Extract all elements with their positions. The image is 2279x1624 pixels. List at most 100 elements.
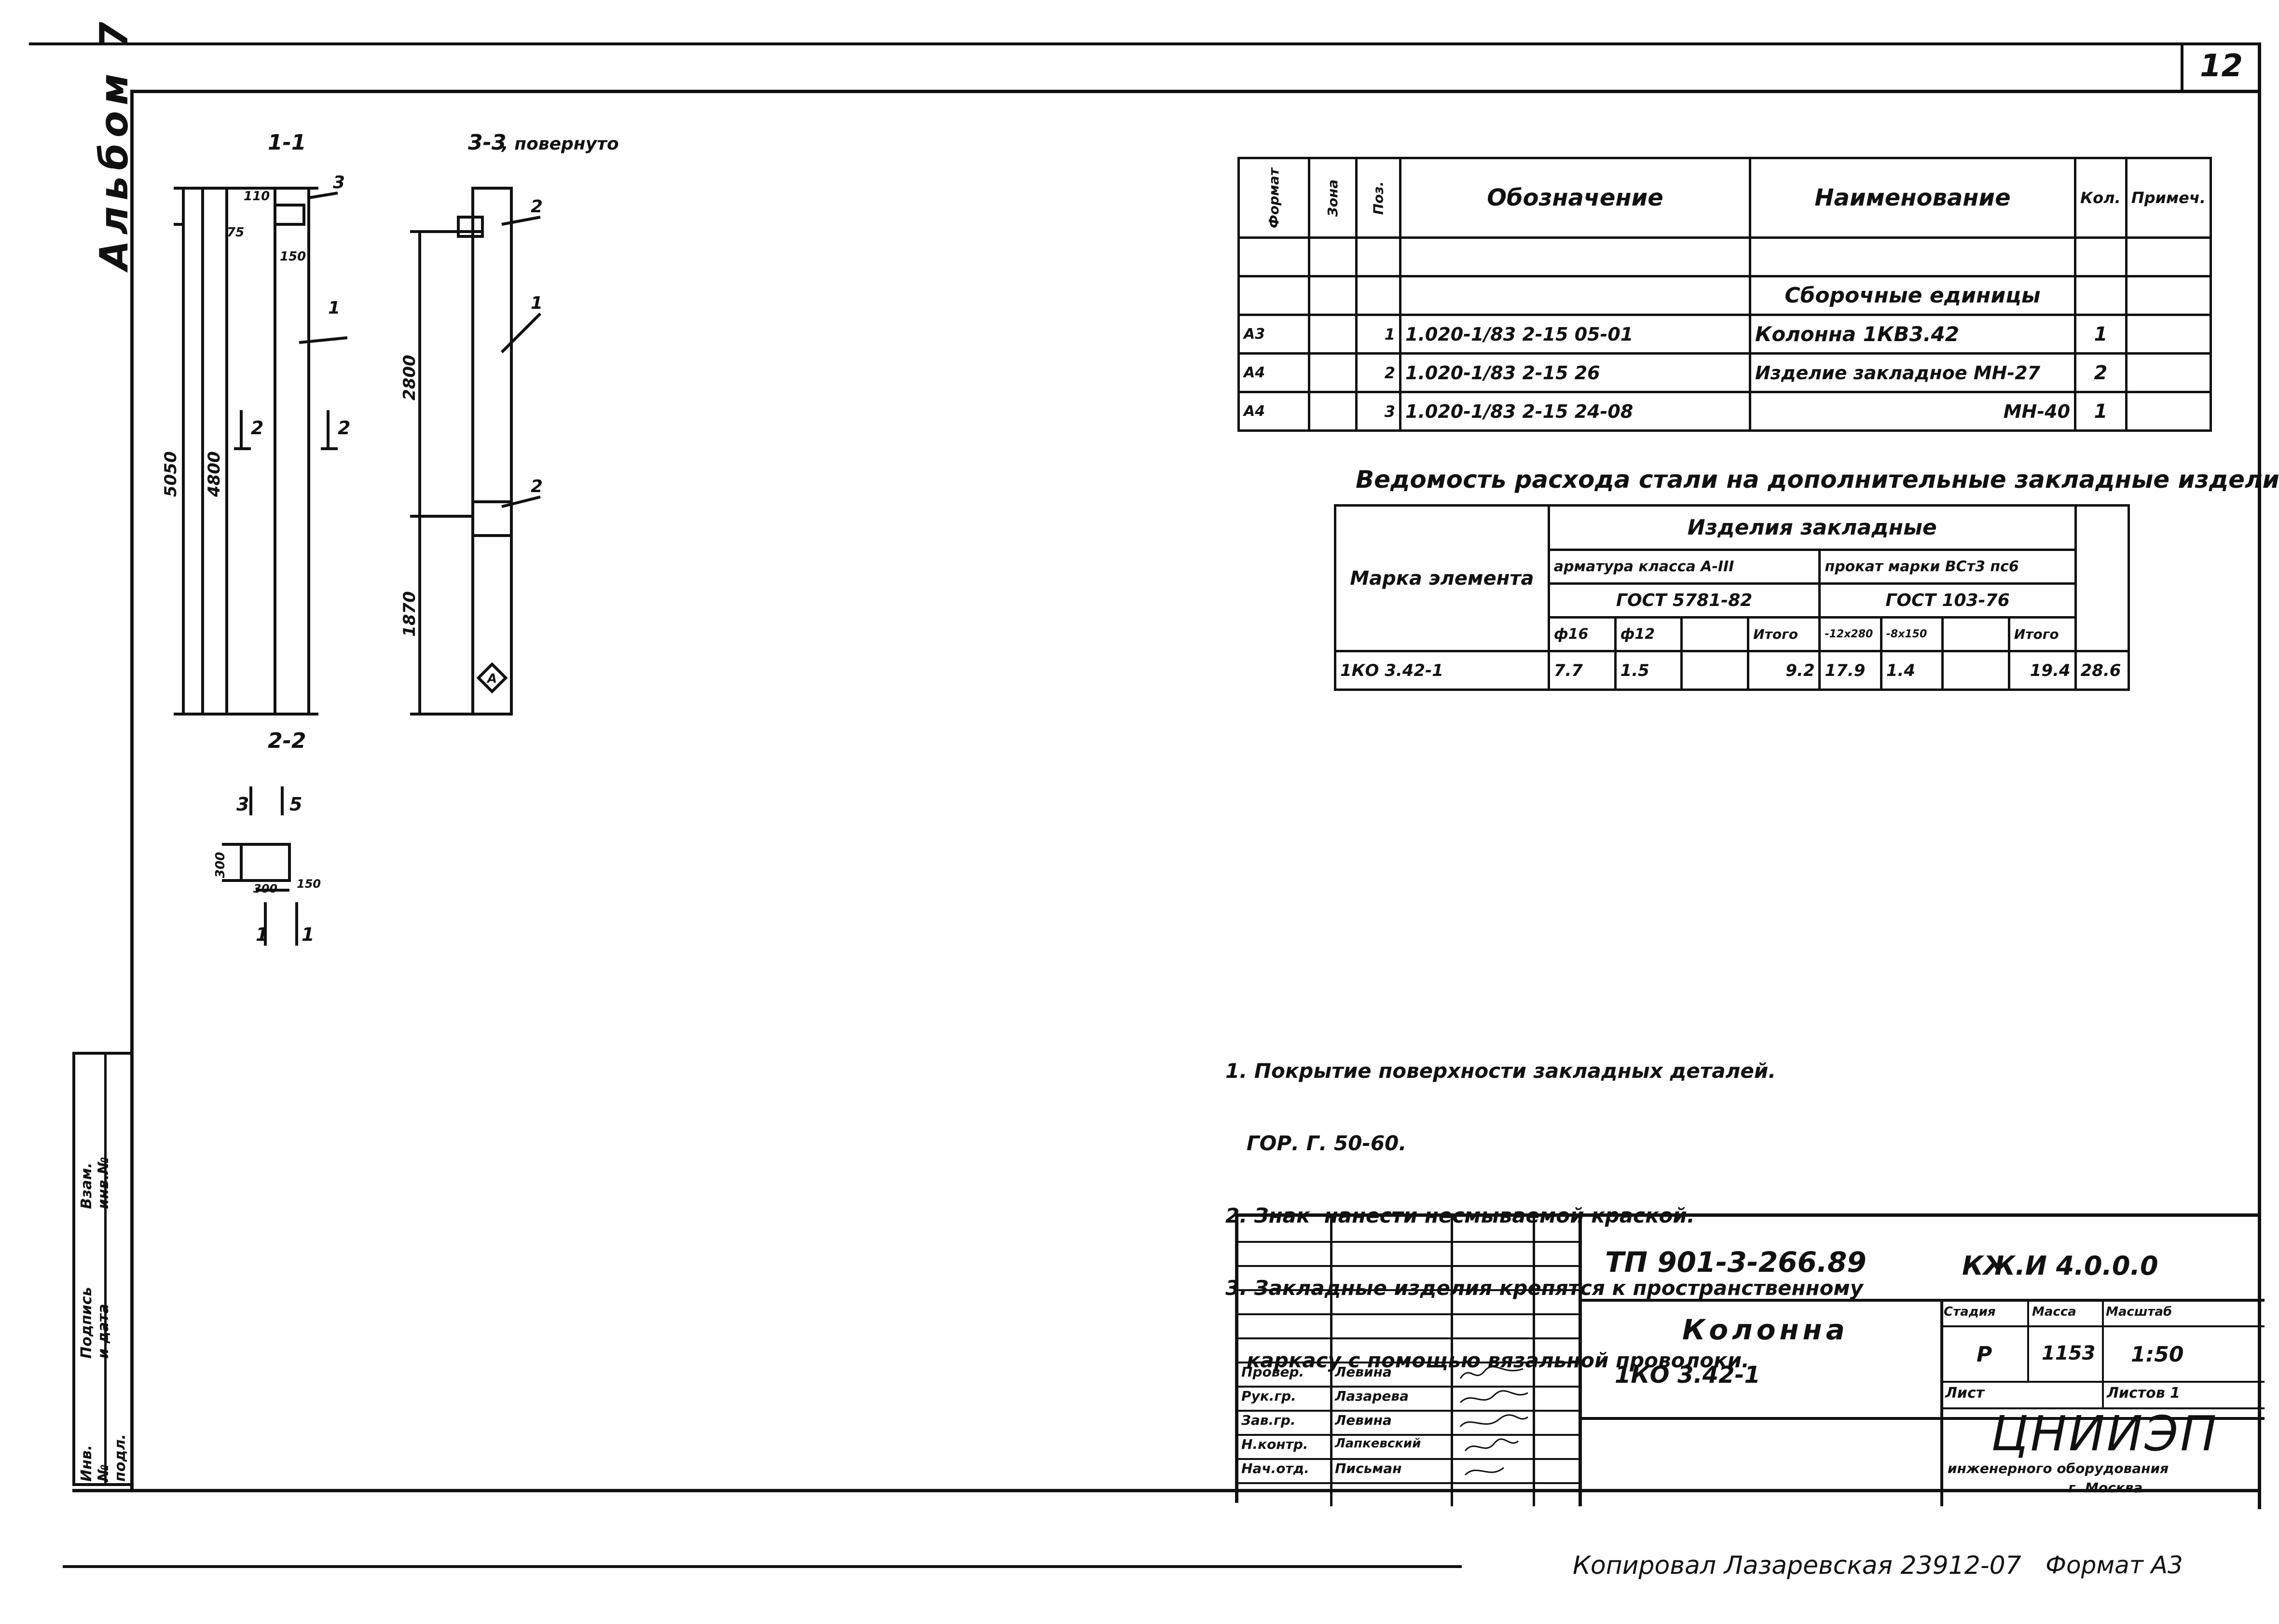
album-label: Альбом 7 bbox=[92, 16, 137, 270]
spec-row-1-designation: 1.020-1/83 2-15 05-01 bbox=[1399, 314, 1751, 355]
tb-sheets-label: Листов 1 bbox=[2107, 1385, 2181, 1402]
title-block: Провер. Левина Рук.гр. Лазарева Зав.гр. … bbox=[1235, 1213, 2265, 1506]
steel-row-v3 bbox=[1680, 650, 1750, 691]
tb-row-10 bbox=[1238, 1458, 1579, 1460]
steel-table: Марка элемента Изделия закладные арматур… bbox=[1334, 504, 2130, 691]
sig-role-3: Зав.гр. bbox=[1241, 1412, 1296, 1428]
steel-table-title: Ведомость расхода стали на дополнительны… bbox=[1356, 466, 2279, 494]
spec-row-1-zone bbox=[1308, 314, 1358, 355]
cut-mark-3: 3 bbox=[236, 794, 249, 815]
cut-mark-1-left: 1 bbox=[256, 924, 268, 945]
tb-org-sub: инженерного оборудования bbox=[1948, 1460, 2169, 1476]
tb-item-name: Колонна bbox=[1682, 1313, 1849, 1346]
mark-a: А bbox=[486, 672, 497, 686]
dim-75: 75 bbox=[227, 225, 244, 240]
tb-row-2 bbox=[1238, 1265, 1579, 1267]
sig-name-3: Левина bbox=[1335, 1412, 1392, 1428]
tb-right-row-1 bbox=[1579, 1299, 2265, 1302]
note-3: 3. Закладные изделия крепятся к простран… bbox=[1225, 1276, 1864, 1300]
sig-name-5: Письман bbox=[1335, 1460, 1402, 1476]
tb-org-city: г. Москва bbox=[2068, 1480, 2143, 1496]
tb-stage: Р bbox=[1977, 1342, 1992, 1367]
steel-row-v6: 1.4 bbox=[1880, 650, 1944, 691]
side-stamp-divider bbox=[104, 1055, 107, 1483]
spec-header-qty: Кол. bbox=[2074, 157, 2128, 239]
spec-row-2-zone bbox=[1308, 352, 1358, 393]
side-label-inv: Инв.№ подл. bbox=[78, 1434, 129, 1482]
spec-row-3-zone bbox=[1308, 391, 1358, 432]
sig-name-1: Левина bbox=[1335, 1364, 1392, 1380]
bottom-border bbox=[72, 1489, 2261, 1492]
spec-header-zone: Зона bbox=[1308, 157, 1358, 239]
spec-row-2-qty: 2 bbox=[2074, 352, 2128, 393]
dim-5050: 5050 bbox=[161, 451, 180, 497]
sig-name-2: Лазарева bbox=[1335, 1388, 1409, 1404]
spec-row-1-name: Колонна 1КВ3.42 bbox=[1748, 314, 2077, 355]
spec-row-3-designation: 1.020-1/83 2-15 24-08 bbox=[1399, 391, 1751, 432]
section-1-label: 1-1 bbox=[268, 130, 306, 155]
right-border bbox=[2258, 42, 2261, 1509]
tb-right-col-1 bbox=[1940, 1299, 1943, 1506]
spec-group-label: Сборочные единицы bbox=[1748, 275, 2077, 316]
sig-role-5: Нач.отд. bbox=[1241, 1460, 1309, 1476]
spec-header-name: Наименование bbox=[1748, 157, 2077, 239]
spec-table: Формат Зона Поз. Обозначение Наименовани… bbox=[1237, 157, 2212, 432]
spec-row-3-format: А4 bbox=[1237, 391, 1311, 432]
steel-row-mark: 1КО 3.42-1 bbox=[1334, 650, 1550, 691]
spec-row-2-format: А4 bbox=[1237, 352, 1311, 393]
spec-row-2-pos: 2 bbox=[1355, 352, 1402, 393]
top-border bbox=[29, 42, 2258, 45]
section-3-suffix: , повернуто bbox=[501, 134, 619, 154]
dim-150: 150 bbox=[280, 249, 306, 264]
steel-row-v9: 28.6 bbox=[2074, 650, 2130, 691]
dim-300-h: 300 bbox=[253, 882, 277, 895]
callout-3-2-bottom: 2 bbox=[531, 477, 543, 496]
steel-col-rolled: прокат марки ВСт3 пс6 bbox=[1818, 549, 2077, 585]
tb-code: КЖ.И 4.0.0.0 bbox=[1962, 1251, 2158, 1281]
spec-header-format: Формат bbox=[1237, 157, 1311, 239]
note-3b: каркасу с помощью вязальной проволоки. bbox=[1225, 1349, 1749, 1372]
column-drawing: 1-1 3-3 , повернуто 2-2 110 75 150 3 1 5… bbox=[161, 130, 619, 946]
cut-mark-2-left: 2 bbox=[251, 417, 263, 439]
dim-110: 110 bbox=[244, 189, 270, 204]
tb-row-9 bbox=[1238, 1434, 1579, 1436]
tb-row-11 bbox=[1238, 1482, 1579, 1484]
steel-row-v8: 19.4 bbox=[2007, 650, 2077, 691]
tb-stage-header: Стадия bbox=[1944, 1305, 1996, 1319]
steel-row-v5: 17.9 bbox=[1818, 650, 1882, 691]
tb-row-6 bbox=[1238, 1362, 1579, 1363]
sheet-number-box-left bbox=[2181, 42, 2183, 91]
steel-sub-total-1: Итого bbox=[1747, 616, 1821, 652]
steel-sub-d16: ф16 bbox=[1547, 616, 1617, 652]
tb-row-3 bbox=[1238, 1289, 1579, 1291]
spec-row-3-qty: 1 bbox=[2074, 391, 2128, 432]
tb-mass-header: Масса bbox=[2032, 1305, 2076, 1319]
tb-right-row-2 bbox=[1579, 1417, 2265, 1420]
left-border bbox=[130, 90, 134, 1489]
callout-3: 3 bbox=[333, 173, 345, 193]
section-3-label: 3-3 bbox=[468, 130, 507, 155]
steel-sub-d12: ф12 bbox=[1614, 616, 1683, 652]
steel-col-products: Изделия закладные bbox=[1547, 504, 2077, 551]
sig-name-4: Лапкевский bbox=[1335, 1436, 1421, 1451]
steel-col-mark: Марка элемента bbox=[1334, 504, 1550, 652]
steel-col-rebar-std: ГОСТ 5781-82 bbox=[1547, 582, 1821, 619]
steel-sub-plate-8: -8x150 bbox=[1880, 616, 1944, 652]
steel-col-rebar: арматура класса А-III bbox=[1547, 549, 1821, 585]
side-label-sign: Подпись и дата bbox=[78, 1287, 112, 1359]
tb-row-8 bbox=[1238, 1410, 1579, 1412]
tb-scale: 1:50 bbox=[2131, 1342, 2184, 1367]
section-2-label: 2-2 bbox=[268, 729, 306, 753]
callout-1: 1 bbox=[328, 298, 340, 318]
spec-row-1-qty: 1 bbox=[2074, 314, 2128, 355]
steel-sub-total-2: Итого bbox=[2007, 616, 2077, 652]
tb-org: ЦНИИЭП bbox=[1991, 1405, 2219, 1462]
footer-rule bbox=[63, 1565, 1462, 1568]
tb-stage-col-1 bbox=[2027, 1299, 2029, 1381]
tb-scale-header: Масштаб bbox=[2106, 1305, 2172, 1319]
cut-mark-5: 5 bbox=[289, 794, 302, 815]
side-stamp: Инв.№ подл. Подпись и дата Взам. инв.№ bbox=[72, 1052, 134, 1486]
tb-col-4 bbox=[1579, 1217, 1582, 1506]
inner-top-border bbox=[130, 90, 2258, 93]
spec-header-note: Примеч. bbox=[2125, 157, 2212, 239]
